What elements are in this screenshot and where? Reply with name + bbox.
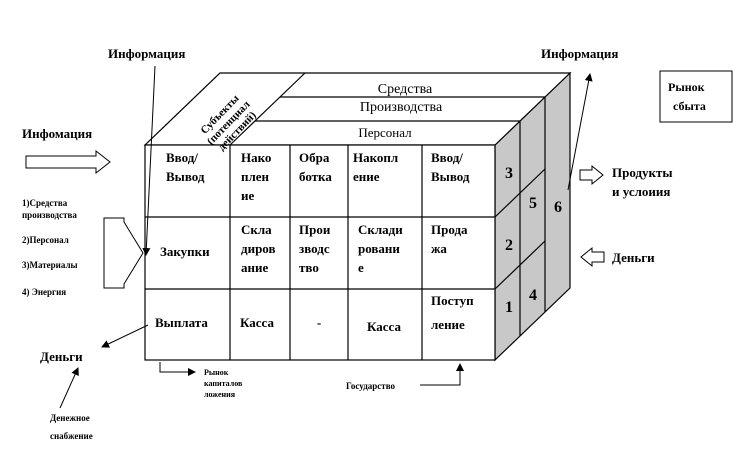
cell-r1-c1: Ввод/ — [166, 150, 198, 165]
money-left-arrow — [101, 324, 149, 348]
cell-r2-c4: е — [358, 260, 364, 275]
left-list-item-4: 4) Энергия — [22, 287, 66, 297]
cell-r1-c4: Накопл — [353, 150, 398, 165]
top-dotted-edge — [144, 72, 221, 146]
cash-supply-label: снабжение — [50, 431, 93, 441]
capital-market-label: Рынок — [204, 368, 229, 377]
cell-r3-c5: Поступ — [431, 293, 474, 308]
side-number-4: 4 — [529, 287, 537, 304]
cash-supply-arrow — [59, 367, 79, 409]
cell-r2-c2: ание — [241, 260, 268, 275]
side-number-2: 2 — [505, 237, 513, 254]
cell-r3-c2: Касса — [240, 315, 274, 330]
market-box — [659, 70, 733, 123]
cell-r1-c2: плен — [241, 169, 270, 184]
left-list-item-2: 2)Персонал — [22, 235, 69, 245]
resources-input-arrow — [103, 217, 144, 289]
info-top-left-label: Информация — [108, 46, 185, 61]
left-list-item-1: 1)Средства — [22, 198, 68, 208]
cell-r1-c2: ие — [241, 188, 254, 203]
cell-r2-c5: Прода — [431, 222, 468, 237]
products-arrow — [579, 164, 604, 186]
cell-r2-c3: зводс — [299, 241, 330, 256]
side-divider — [494, 168, 546, 218]
cell-r2-c5: жа — [431, 241, 447, 256]
side-number-6: 6 — [554, 199, 562, 216]
cell-r2-c2: диров — [241, 241, 276, 256]
cube-front-face — [144, 144, 496, 361]
products-label: Продукты — [612, 165, 673, 180]
cell-r1-c5: Вывод — [431, 169, 470, 184]
cell-r1-c5: Ввод/ — [431, 150, 463, 165]
side-number-5: 5 — [529, 195, 537, 212]
side-number-1: 1 — [505, 299, 513, 316]
side-divider — [494, 240, 546, 290]
info-top-right-label: Информация — [541, 46, 618, 61]
personal-label: Персонал — [358, 125, 412, 140]
money-right-label: Деньги — [612, 250, 655, 265]
cell-r1-c3: ботка — [299, 169, 332, 184]
state-label: Государство — [346, 381, 396, 391]
cash-supply-label: Денежное — [50, 413, 90, 423]
info-top-left-arrow — [142, 65, 156, 256]
cell-r3-c1: Выплата — [155, 315, 208, 330]
market-box-label: Рынок — [668, 80, 705, 94]
cell-r2-c2: Скла — [241, 222, 272, 237]
capital-market-arrow — [159, 362, 196, 376]
top-diagonal — [229, 72, 306, 146]
cell-r3-c4: Касса — [367, 319, 401, 334]
products-label: и услоиия — [612, 184, 670, 199]
cell-r2-c4: Склади — [358, 222, 403, 237]
cell-r2-c4: ровани — [358, 241, 400, 256]
money-left-label: Деньги — [40, 349, 83, 364]
left-list-item-1: производства — [22, 210, 77, 220]
cell-r1-c2: Нако — [241, 150, 271, 165]
state-arrow — [420, 363, 464, 386]
cell-r2-c3: Прои — [299, 222, 331, 237]
cell-r3-c3: - — [317, 315, 321, 330]
sredstva-label: Средства — [378, 82, 433, 97]
cell-r1-c1: Вывод — [166, 169, 205, 184]
info-left-arrow — [25, 149, 111, 175]
cell-r2-c1: Закупки — [160, 244, 210, 259]
left-list-item-3: 3)Материалы — [22, 260, 78, 270]
side-number-3: 3 — [505, 165, 513, 182]
cell-r1-c3: Обра — [299, 150, 330, 165]
sredstva-label: Производства — [360, 100, 443, 115]
capital-market-label: капиталов — [204, 379, 243, 388]
cell-r2-c3: тво — [299, 260, 319, 275]
info-top-right-arrow — [567, 73, 593, 191]
money-right-arrow — [580, 246, 605, 268]
capital-market-label: ложения — [204, 390, 236, 399]
cell-r3-c5: ление — [431, 317, 465, 332]
market-box-label: сбыта — [673, 99, 706, 113]
cell-r1-c4: ение — [353, 169, 380, 184]
info-left-label: Инфомация — [22, 126, 92, 141]
